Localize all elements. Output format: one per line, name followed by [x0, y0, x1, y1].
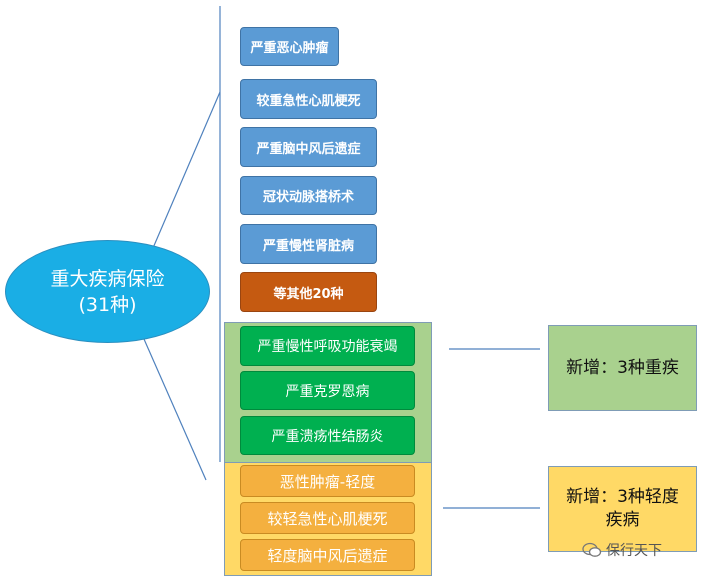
other-diseases-box: 等其他20种 [240, 272, 377, 312]
disease-box-blue: 严重恶心肿瘤 [240, 27, 339, 66]
upper-branch-connector [149, 91, 221, 256]
new-mild-disease-box: 恶性肿瘤-轻度 [240, 465, 415, 497]
new-critical-disease-box: 严重溃疡性结肠炎 [240, 416, 415, 455]
root-count: (31种) [78, 293, 137, 316]
lower-branch-connector [139, 329, 207, 481]
disease-box-blue: 严重脑中风后遗症 [240, 127, 377, 167]
disease-box-blue: 冠状动脉搭桥术 [240, 176, 377, 215]
new-mild-note: 新增：3种轻度疾病 [548, 466, 697, 552]
disease-box-blue: 较重急性心肌梗死 [240, 79, 377, 119]
new-critical-disease-box: 严重克罗恩病 [240, 371, 415, 410]
watermark-text: 保行天下 [606, 543, 662, 559]
new-mild-disease-box: 较轻急性心肌梗死 [240, 502, 415, 534]
disease-box-blue: 严重慢性肾脏病 [240, 224, 377, 264]
new-critical-note: 新增：3种重疾 [548, 325, 697, 411]
watermark: 保行天下 [582, 540, 662, 560]
new-mild-note-text: 新增：3种轻度疾病 [566, 487, 679, 530]
root-title: 重大疾病保险 [50, 267, 165, 290]
wechat-icon [582, 542, 602, 557]
new-mild-disease-box: 轻度脑中风后遗症 [240, 539, 415, 571]
new-critical-disease-box: 严重慢性呼吸功能衰竭 [240, 326, 415, 366]
root-node-ellipse: 重大疾病保险 (31种) [5, 240, 210, 343]
